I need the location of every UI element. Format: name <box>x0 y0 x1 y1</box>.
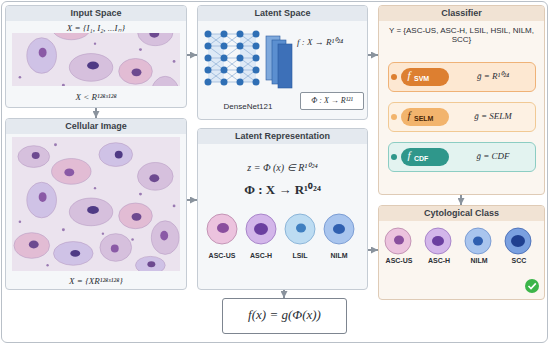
set-formula: X = {XR¹²⁸ˣ¹²⁸} <box>6 276 186 286</box>
function-subscript: SELM <box>414 115 446 123</box>
panel: Cellular Image X = {XR¹²⁸ˣ¹²⁸} <box>5 118 187 290</box>
classifier-output: ḡ = R¹⁰²⁴ <box>453 71 533 81</box>
classifier-box: fSELM ḡ = SELM <box>388 102 536 132</box>
flow-arrow <box>187 54 197 56</box>
classifier-box: fCDF ḡ = CDF <box>388 142 536 172</box>
panel: Input Space X = {I₁, I₂, ...Iₙ} X < R¹²⁸ˣ¹… <box>5 5 187 108</box>
cytology-image <box>12 0 180 130</box>
mapping-formula: f : X → R¹⁰²⁴ <box>297 37 365 47</box>
flow-arrow <box>283 290 285 298</box>
flow-arrow <box>368 249 378 251</box>
cell-icons <box>207 214 531 254</box>
cell-label: ASC-US <box>202 252 242 260</box>
embedding-formula: z = Φ (x) ∈ R¹⁰²⁴ <box>198 162 367 174</box>
cell-label: NILM <box>459 257 499 265</box>
formula-box: Φ : X → R¹²¹ <box>300 92 364 110</box>
class-set: Y = {ASC-US, ASC-H, LSIL, HSIL, NILM, SC… <box>383 26 540 44</box>
function-symbol: f <box>405 69 413 82</box>
dimension-formula: X < R¹²⁸ˣ¹²⁸ <box>6 92 186 102</box>
classifier-output: ḡ = SELM <box>453 111 533 121</box>
function-subscript: SVM <box>414 75 446 83</box>
function-symbol: f <box>405 149 413 162</box>
mapping-formula: Φ : X → R¹²¹ <box>301 96 363 105</box>
classifier-box: fSVM ḡ = R¹⁰²⁴ <box>388 62 536 92</box>
bullet-dot <box>391 74 397 160</box>
flow-arrow <box>460 195 462 205</box>
panel: Classifier Y = {ASC-US, ASC-H, LSIL, HSIL… <box>378 5 545 195</box>
densenet-illustration <box>205 31 293 89</box>
set-formula: X = {I₁, I₂, ...Iₙ} <box>6 23 186 33</box>
cell-label: ASC-H <box>241 252 281 260</box>
panel: Latent Space f : X → R¹⁰²⁴ DenseNet121 Φ : … <box>197 5 368 120</box>
cell-label: ASC-US <box>379 257 419 265</box>
flow-arrow <box>95 108 97 118</box>
panel-header: Latent Representation <box>198 129 367 144</box>
composite-function: f(x) = g(Φ(x)) <box>223 308 346 323</box>
function-symbol: f <box>405 109 413 122</box>
cell-label: NILM <box>319 252 359 260</box>
function-subscript: CDF <box>414 155 446 163</box>
panel-header: Cellular Image <box>6 119 186 134</box>
panel: Latent Representation z = Φ (x) ∈ R¹⁰²⁴ Φ … <box>197 128 368 290</box>
panel: Cytological ClassASC-USASC-HNILMSCC <box>378 205 545 300</box>
panel-header: Cytological Class <box>379 206 544 221</box>
classifier-output: ḡ = CDF <box>453 151 533 161</box>
cell-label: SCC <box>499 257 539 265</box>
flow-arrow <box>368 54 378 56</box>
check-icon <box>525 279 539 293</box>
flow-arrow <box>187 199 197 201</box>
panel-header: Input Space <box>6 6 186 21</box>
panel-header: Classifier <box>379 6 544 21</box>
cytology-image <box>12 137 180 274</box>
cell-label: ASC-H <box>419 257 459 265</box>
network-name: DenseNet121 <box>202 102 294 111</box>
mapping-formula: Φ : X → R¹⁰²⁴ <box>198 183 367 198</box>
cell-label: LSIL <box>280 252 320 260</box>
panel-header: Latent Space <box>198 6 367 21</box>
function-box: f(x) = g(Φ(x)) <box>222 298 347 334</box>
